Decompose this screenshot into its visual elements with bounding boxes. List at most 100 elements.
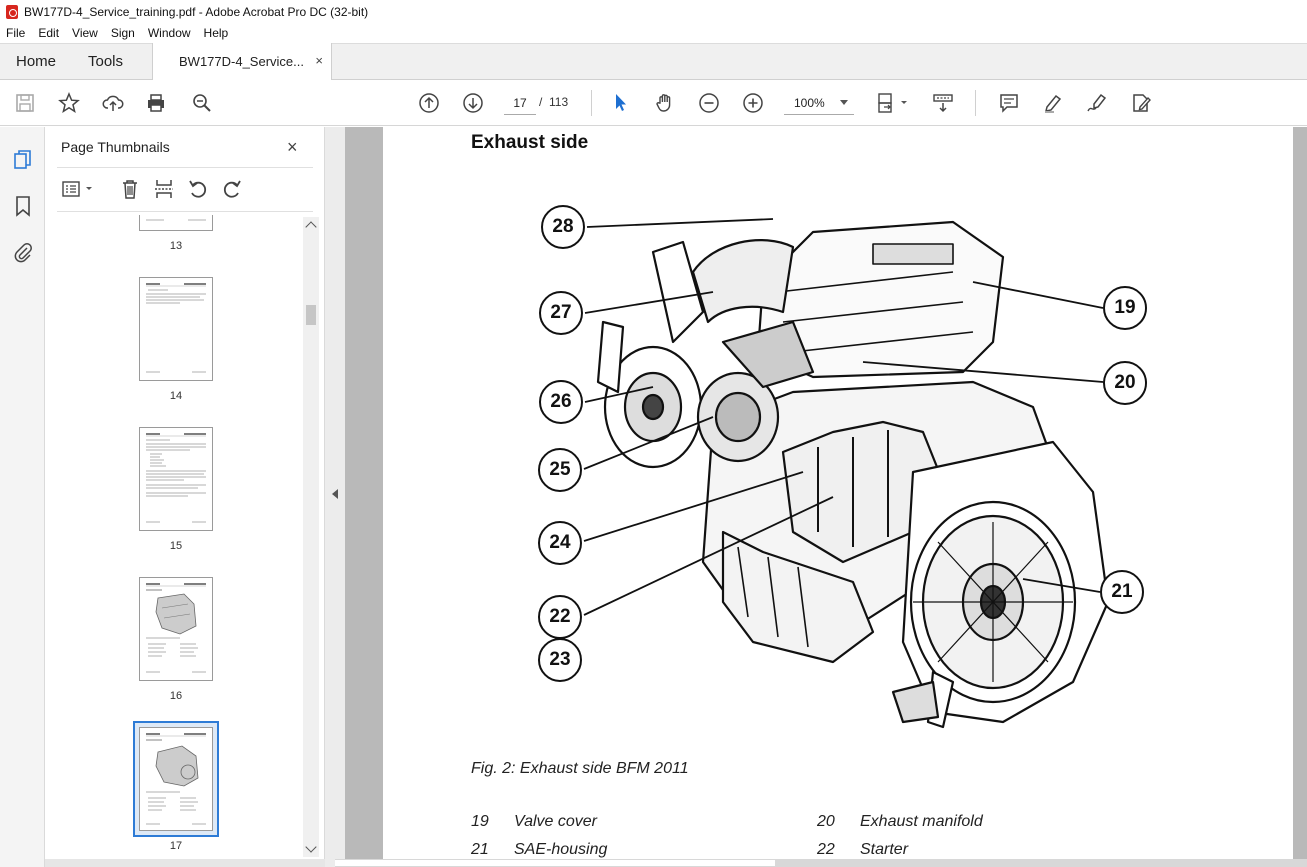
- legend-number: 19: [471, 813, 489, 830]
- thumbnail-page-13[interactable]: [139, 215, 213, 231]
- main-toolbar: / 113 100%: [0, 80, 1307, 126]
- menu-edit[interactable]: Edit: [38, 26, 60, 40]
- thumbnail-label: 16: [169, 690, 183, 702]
- tab-close-icon[interactable]: ×: [315, 53, 323, 68]
- page-heading: Exhaust side: [471, 132, 589, 153]
- page-thumbnails-icon[interactable]: [11, 148, 35, 172]
- thumbnail-label: 15: [169, 540, 183, 552]
- scrolling-mode-icon[interactable]: [931, 91, 955, 115]
- zoom-level-dropdown[interactable]: 100%: [784, 91, 854, 115]
- collapse-panel-icon[interactable]: [332, 489, 338, 499]
- document-horizontal-scrollbar[interactable]: [335, 859, 1307, 867]
- acrobat-pdf-icon: [6, 4, 18, 19]
- left-navigation-rail: [0, 127, 45, 867]
- toolbar-divider: [591, 90, 592, 116]
- menu-window[interactable]: Window: [147, 26, 191, 40]
- thumbnail-page-16[interactable]: [139, 577, 213, 681]
- callout-21: 21: [1100, 570, 1144, 614]
- zoom-level-value: 100%: [794, 95, 825, 110]
- page-number-input[interactable]: [504, 91, 536, 115]
- rotate-clockwise-icon[interactable]: [221, 178, 243, 200]
- legend-number: 22: [817, 841, 835, 858]
- draw-sign-icon[interactable]: [1085, 91, 1109, 115]
- print-icon[interactable]: [144, 91, 168, 115]
- hand-tool-icon[interactable]: [653, 91, 677, 115]
- zoom-in-icon[interactable]: [741, 91, 765, 115]
- panel-divider: [57, 167, 313, 168]
- window-title: BW177D-4_Service_training.pdf - Adobe Ac…: [24, 4, 369, 19]
- legend-text: Valve cover: [514, 813, 597, 830]
- zoom-search-icon[interactable]: [190, 91, 214, 115]
- tab-document[interactable]: BW177D-4_Service... ×: [152, 43, 332, 80]
- cloud-upload-icon[interactable]: [101, 91, 125, 115]
- legend-number: 20: [817, 813, 835, 830]
- toolbar-divider-2: [975, 90, 976, 116]
- page-fit-icon[interactable]: [876, 91, 912, 115]
- edit-pdf-icon[interactable]: [1129, 91, 1153, 115]
- thumbnail-label: 13: [169, 240, 183, 252]
- menu-view[interactable]: View: [72, 26, 98, 40]
- highlight-pen-icon[interactable]: [1041, 91, 1065, 115]
- panel-splitter[interactable]: [325, 127, 345, 867]
- thumbnail-tools: [57, 175, 317, 205]
- legend-text: Starter: [860, 841, 909, 858]
- thumbnail-list: 13 14 15 16 17: [45, 215, 303, 855]
- title-bar: BW177D-4_Service_training.pdf - Adobe Ac…: [0, 0, 1307, 23]
- scrollbar-thumb[interactable]: [306, 305, 316, 325]
- select-cursor-icon[interactable]: [609, 91, 633, 115]
- callout-leader-lines: [583, 218, 1104, 616]
- thumbnail-scrollbar[interactable]: [303, 217, 319, 857]
- next-page-icon[interactable]: [461, 91, 485, 115]
- delete-trash-icon[interactable]: [119, 178, 141, 200]
- scroll-up-icon[interactable]: [305, 221, 317, 233]
- menu-sign[interactable]: Sign: [110, 26, 135, 40]
- extract-pages-icon[interactable]: [153, 178, 175, 200]
- tab-tools[interactable]: Tools: [88, 53, 124, 70]
- comment-icon[interactable]: [997, 91, 1021, 115]
- scroll-down-icon[interactable]: [305, 841, 317, 853]
- previous-page-icon[interactable]: [417, 91, 441, 115]
- tab-home[interactable]: Home: [16, 53, 57, 70]
- attachment-paperclip-icon[interactable]: [11, 240, 35, 264]
- thumbnail-page-17[interactable]: [139, 727, 213, 831]
- rotate-counterclockwise-icon[interactable]: [187, 178, 209, 200]
- legend-text: SAE-housing: [514, 841, 608, 858]
- menu-help[interactable]: Help: [203, 26, 229, 40]
- bookmark-icon[interactable]: [11, 194, 35, 218]
- pdf-page: Exhaust side: [383, 127, 1293, 867]
- legend-text: Exhaust manifold: [860, 813, 983, 830]
- panel-title: Page Thumbnails: [61, 139, 170, 155]
- zoom-out-icon[interactable]: [697, 91, 721, 115]
- callout-28: 28: [541, 205, 585, 249]
- menu-bar: File Edit View Sign Window Help: [0, 23, 1307, 43]
- star-bookmark-icon[interactable]: [57, 91, 81, 115]
- callout-23: 23: [538, 638, 582, 682]
- page-thumbnails-panel: Page Thumbnails × 13 14: [45, 127, 325, 867]
- figure-caption: Fig. 2: Exhaust side BFM 2011: [471, 760, 689, 777]
- callout-27: 27: [539, 291, 583, 335]
- thumbnail-page-14[interactable]: [139, 277, 213, 381]
- close-icon[interactable]: ×: [287, 137, 298, 157]
- menu-file[interactable]: File: [6, 26, 26, 40]
- callout-25: 25: [538, 448, 582, 492]
- callout-20: 20: [1103, 361, 1147, 405]
- thumbnail-label: 17: [169, 840, 183, 852]
- callout-24: 24: [538, 521, 582, 565]
- page-separator: /: [539, 95, 543, 109]
- callout-19: 19: [1103, 286, 1147, 330]
- save-icon[interactable]: [13, 91, 37, 115]
- legend-number: 21: [471, 841, 489, 858]
- scrollbar-thumb[interactable]: [335, 860, 775, 866]
- panel-divider-2: [57, 211, 313, 212]
- document-viewport[interactable]: Exhaust side: [345, 127, 1307, 867]
- thumbnail-options-icon[interactable]: [61, 178, 97, 200]
- callout-26: 26: [539, 380, 583, 424]
- panel-horizontal-scrollbar[interactable]: [45, 859, 335, 867]
- page-total: 113: [549, 95, 569, 109]
- chevron-down-icon: [840, 100, 848, 105]
- thumbnail-page-15[interactable]: [139, 427, 213, 531]
- thumbnail-label: 14: [169, 390, 183, 402]
- tab-document-label: BW177D-4_Service...: [179, 54, 304, 69]
- tab-bar: Home Tools BW177D-4_Service... ×: [0, 43, 1307, 80]
- callout-22: 22: [538, 595, 582, 639]
